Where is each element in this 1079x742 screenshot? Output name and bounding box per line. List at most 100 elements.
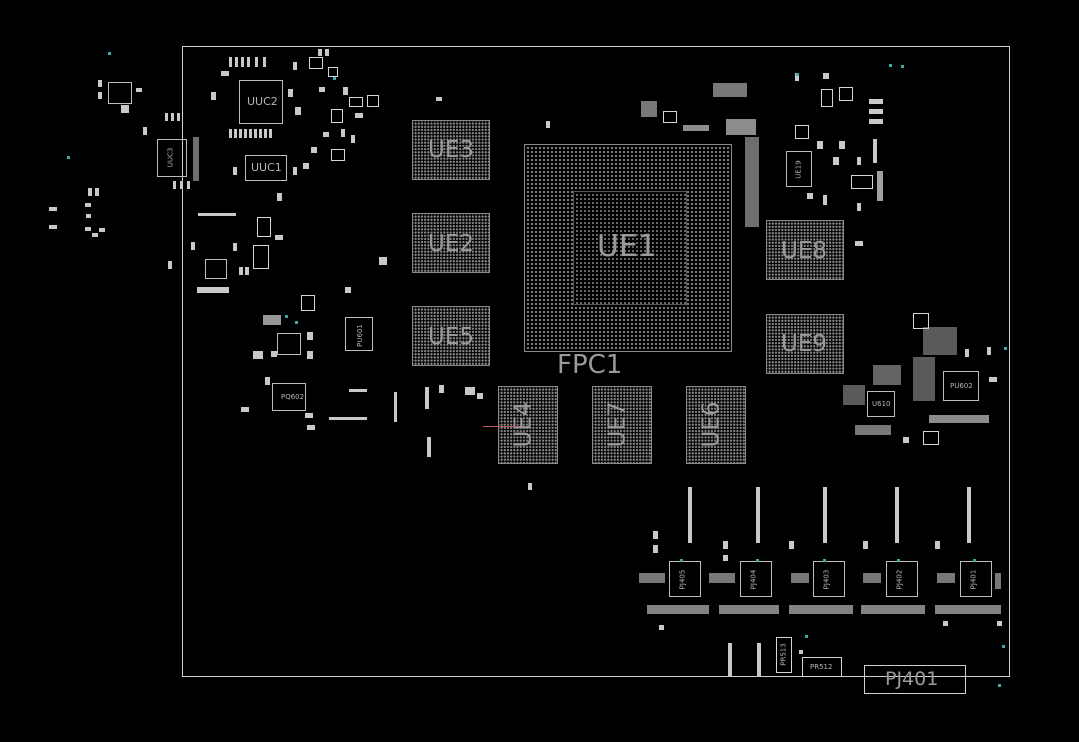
pad [329,417,367,420]
uuc2-ic[interactable] [239,80,283,124]
pad-row [789,605,853,614]
via [756,559,759,562]
pad [653,531,658,539]
pad [436,97,442,101]
component[interactable] [331,149,345,161]
ue5-bga[interactable] [412,306,490,366]
pq602-ic[interactable] [272,383,306,411]
component-ic[interactable] [205,259,227,279]
pad-row [263,57,266,67]
uuc3-ic[interactable] [157,139,187,177]
pj405-ic[interactable] [669,561,701,597]
uuc1-ic[interactable] [245,155,287,181]
pad-row [239,129,242,138]
ue9-bga[interactable] [766,314,844,374]
pad [211,92,216,100]
pj401-connector[interactable]: PJ401 [864,665,966,694]
via [680,559,683,562]
pad [989,377,997,382]
pad-row [913,357,935,401]
pr512-part[interactable] [802,657,842,677]
ue7-bga[interactable] [592,386,652,464]
pad [245,267,249,275]
pad [341,129,345,137]
component-left-ic[interactable] [108,82,132,104]
pad [351,135,355,143]
component[interactable] [253,245,269,269]
pad-row [259,129,262,138]
pad [343,87,348,95]
component[interactable] [839,87,853,101]
pad-row [863,573,881,583]
pad [293,62,297,70]
pad [903,437,909,443]
component[interactable] [328,67,338,77]
component[interactable] [795,125,809,139]
pad-row [929,415,989,423]
pad [293,167,297,175]
pad [165,113,168,121]
pad [221,71,229,76]
pad-row [726,119,756,135]
pad-row [843,385,865,405]
pad [271,351,277,357]
pad [659,625,664,630]
component[interactable] [923,431,939,445]
pad [943,621,948,626]
component[interactable] [821,89,833,107]
pad-row [873,365,901,385]
ue8-bga[interactable] [766,220,844,280]
pad [857,157,861,165]
ue19-ic[interactable] [786,151,812,187]
pad [997,621,1002,626]
pad-row [855,425,891,435]
pr513-part[interactable] [776,637,792,673]
pad [817,141,823,149]
pad [323,132,329,137]
component[interactable] [309,57,323,69]
pad-strip [895,487,899,543]
pu602-ic[interactable] [943,371,979,401]
via [897,559,900,562]
pad-row [791,573,809,583]
component[interactable] [663,111,677,123]
pad-strip [967,487,971,543]
component[interactable] [331,109,343,123]
u610-ic[interactable] [867,391,895,417]
component-ic[interactable] [277,333,301,355]
pad-row [235,57,238,67]
ue3-bga[interactable] [412,120,490,180]
pj401-ic[interactable] [960,561,992,597]
pad [349,389,367,392]
component[interactable] [301,295,315,311]
component[interactable] [257,217,271,237]
ue1-core [573,191,687,305]
pad [99,228,105,232]
ue6-bga[interactable] [686,386,746,464]
ue2-bga[interactable] [412,213,490,273]
pad [439,385,444,393]
pad [723,555,728,561]
ue1-bga[interactable] [524,144,732,352]
pu601-ic[interactable] [345,317,373,351]
pad [265,377,270,385]
via [333,77,336,80]
component[interactable] [349,97,363,107]
component[interactable] [913,313,929,329]
pad [319,87,325,92]
component[interactable] [851,175,873,189]
pj404-ic[interactable] [740,561,772,597]
ue4-bga[interactable] [498,386,558,464]
pad [121,105,129,113]
component[interactable] [367,95,379,107]
pad-row [683,125,709,131]
pad [345,287,351,293]
label-fpc1: FPC1 [557,350,623,380]
pj403-ic[interactable] [813,561,845,597]
via [295,321,298,324]
pad-row [935,605,1001,614]
pj402-ic[interactable] [886,561,918,597]
pad [799,650,803,654]
pad-row [255,57,258,67]
